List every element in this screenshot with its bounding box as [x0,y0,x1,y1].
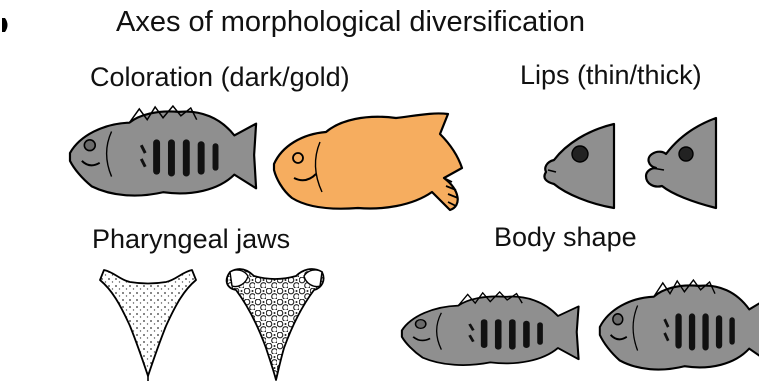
dark-fish-icon [70,106,256,196]
thick-lips-fish-head-icon [646,118,716,208]
thin-lips-fish-head-icon [544,124,614,208]
molariform-pharyngeal-jaw-icon [227,269,324,380]
deep-body-fish-icon [600,280,759,370]
elongate-body-fish-icon [402,292,579,365]
fine-pharyngeal-jaw-icon [100,270,196,381]
gold-fish-icon [274,113,462,210]
